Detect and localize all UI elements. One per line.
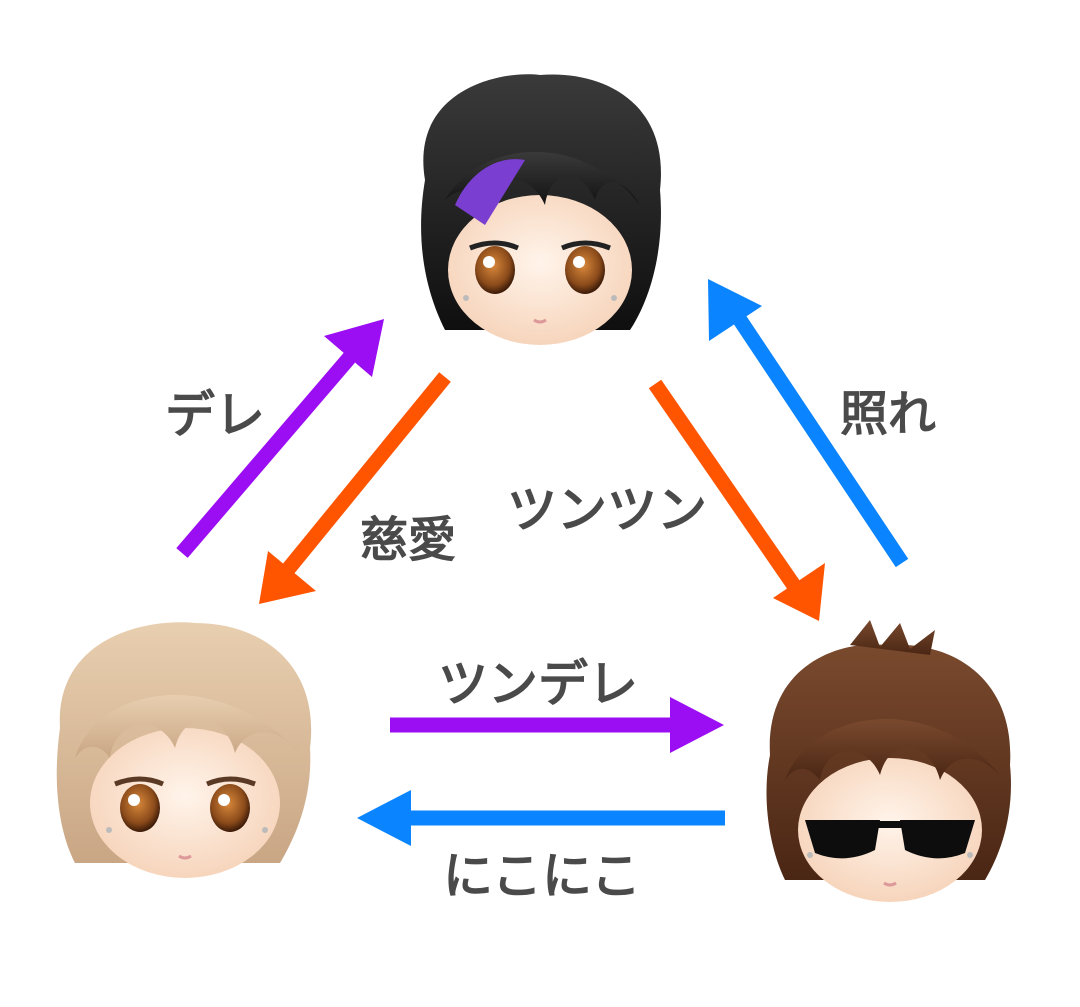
chibi-head-blonde-hair-icon [56, 622, 312, 878]
arrow-left-to-right [390, 697, 724, 753]
chibi-head-black-hair-icon [421, 74, 661, 345]
label-tsundere: ツンデレ [438, 655, 638, 713]
arrow-right-to-left [357, 790, 725, 846]
arrow-left-to-top [176, 319, 384, 558]
chibi-head-brown-hair-sunglasses-icon [766, 620, 1011, 902]
label-dere: デレ [165, 386, 265, 444]
arrow-right-to-top [708, 279, 909, 568]
label-tsuntsun: ツンツン [507, 481, 707, 539]
arrow-top-to-left [259, 372, 451, 604]
arrow-top-to-right [648, 379, 825, 621]
label-jiai: 慈愛 [360, 512, 456, 568]
label-nikoniko: にこにこ [443, 847, 641, 905]
label-tere: 照れ [840, 386, 936, 442]
